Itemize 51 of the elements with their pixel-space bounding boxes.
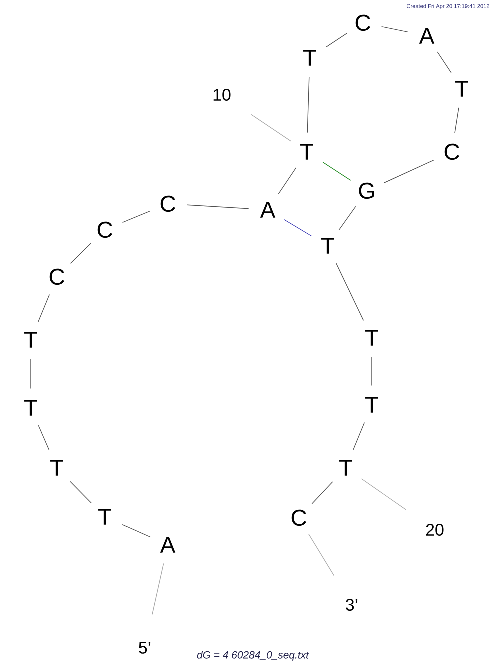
backbone-line bbox=[70, 243, 92, 264]
nucleotide-letter: T bbox=[322, 238, 334, 254]
backbone-line bbox=[437, 52, 452, 74]
backbone-line bbox=[336, 262, 364, 322]
nucleotide-letter: T bbox=[366, 397, 378, 413]
backbone-line bbox=[384, 160, 435, 184]
backbone-line bbox=[338, 206, 356, 231]
nucleotide-letter: C bbox=[292, 510, 306, 526]
nucleotide-letter: T bbox=[50, 460, 64, 476]
backbone-line bbox=[307, 76, 310, 134]
nucleotide-letter: T bbox=[304, 50, 316, 66]
nucleotide-letter: T bbox=[456, 81, 468, 97]
strand-end-label: 3’ bbox=[346, 599, 358, 611]
nucleotide-letter: A bbox=[160, 537, 176, 553]
backbone-line bbox=[38, 425, 50, 451]
backbone-line bbox=[38, 294, 50, 323]
nucleotide-letter: C bbox=[160, 196, 176, 212]
backbone-line bbox=[381, 26, 409, 33]
nucleotide-letter: G bbox=[359, 182, 374, 200]
backbone-line bbox=[278, 168, 297, 194]
nucleotide-letter: T bbox=[24, 332, 38, 348]
base-pair-line bbox=[284, 220, 312, 236]
backbone-line bbox=[122, 210, 151, 224]
nucleotide-letter: T bbox=[340, 460, 352, 476]
nucleotide-letter: A bbox=[260, 202, 276, 218]
backbone-line bbox=[70, 481, 92, 504]
position-number: 10 bbox=[214, 89, 231, 101]
nucleotide-letter: T bbox=[24, 400, 38, 416]
strand-end-label: 5’ bbox=[139, 642, 151, 654]
backbone-line bbox=[30, 358, 32, 390]
backbone-line bbox=[312, 482, 334, 504]
nucleotide-letter: T bbox=[98, 509, 112, 525]
nucleotide-letter: T bbox=[300, 144, 314, 160]
nucleotide-letter: C bbox=[356, 14, 370, 32]
nucleotide-letter: C bbox=[50, 268, 64, 286]
nucleotide-letter: C bbox=[444, 144, 460, 160]
leader-line bbox=[361, 478, 406, 510]
leader-line bbox=[250, 114, 292, 142]
nucleotide-letter: A bbox=[419, 28, 435, 44]
backbone-line bbox=[326, 33, 348, 48]
base-pair-line bbox=[322, 162, 352, 181]
leader-line bbox=[308, 534, 335, 576]
backbone-line bbox=[186, 204, 250, 210]
caption-text: dG = 4 60284_0_seq.txt bbox=[197, 651, 310, 661]
position-number: 20 bbox=[426, 524, 444, 536]
nucleotide-letter: T bbox=[366, 330, 378, 346]
backbone-line bbox=[352, 422, 366, 451]
nucleotide-letter: C bbox=[98, 222, 112, 238]
backbone-line bbox=[454, 108, 460, 134]
backbone-line bbox=[122, 524, 151, 538]
leader-line bbox=[152, 563, 164, 615]
